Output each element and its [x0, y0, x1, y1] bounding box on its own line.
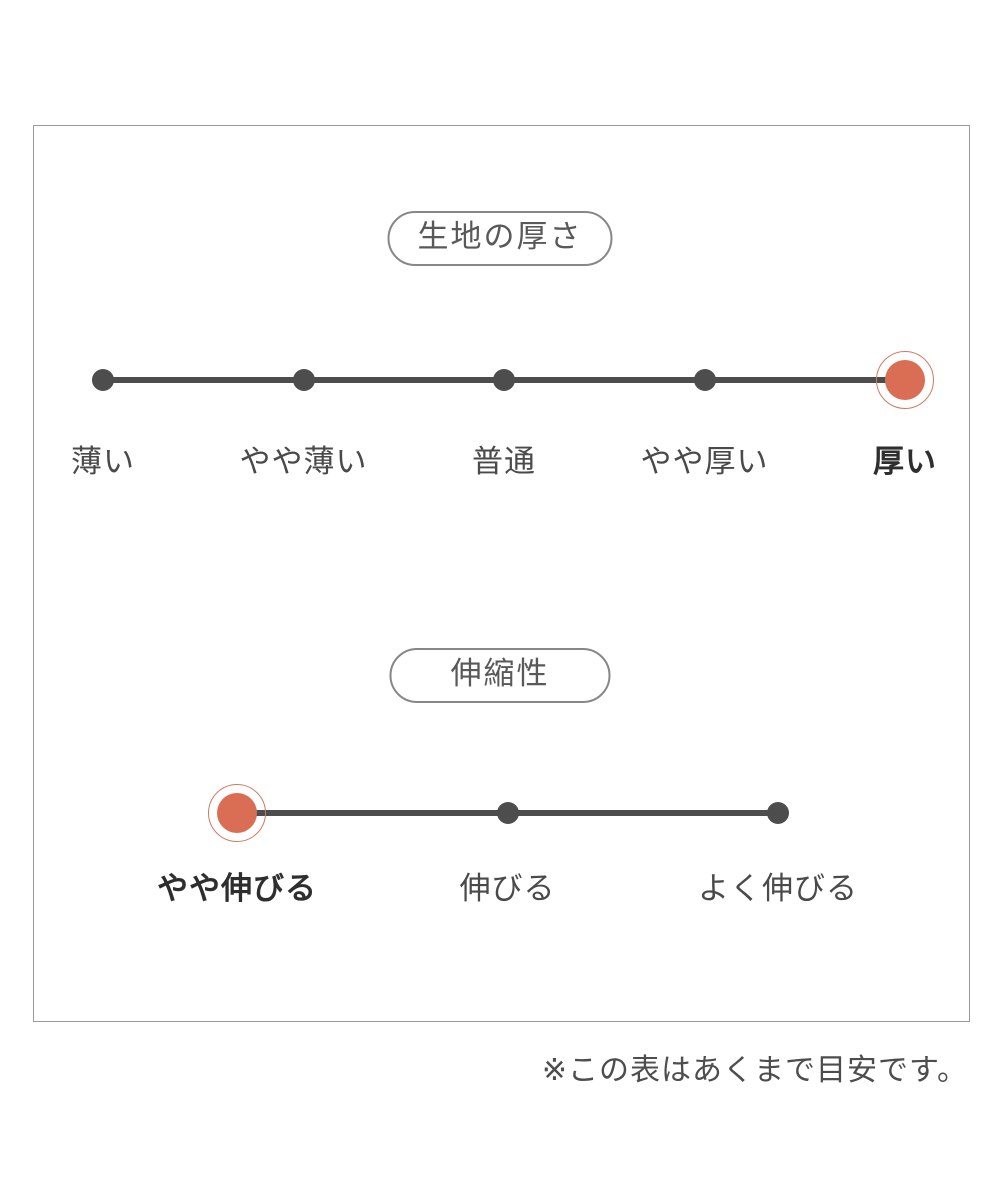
- chart-frame: [33, 125, 970, 1022]
- disclaimer-note: ※この表はあくまで目安です。: [541, 1053, 968, 1088]
